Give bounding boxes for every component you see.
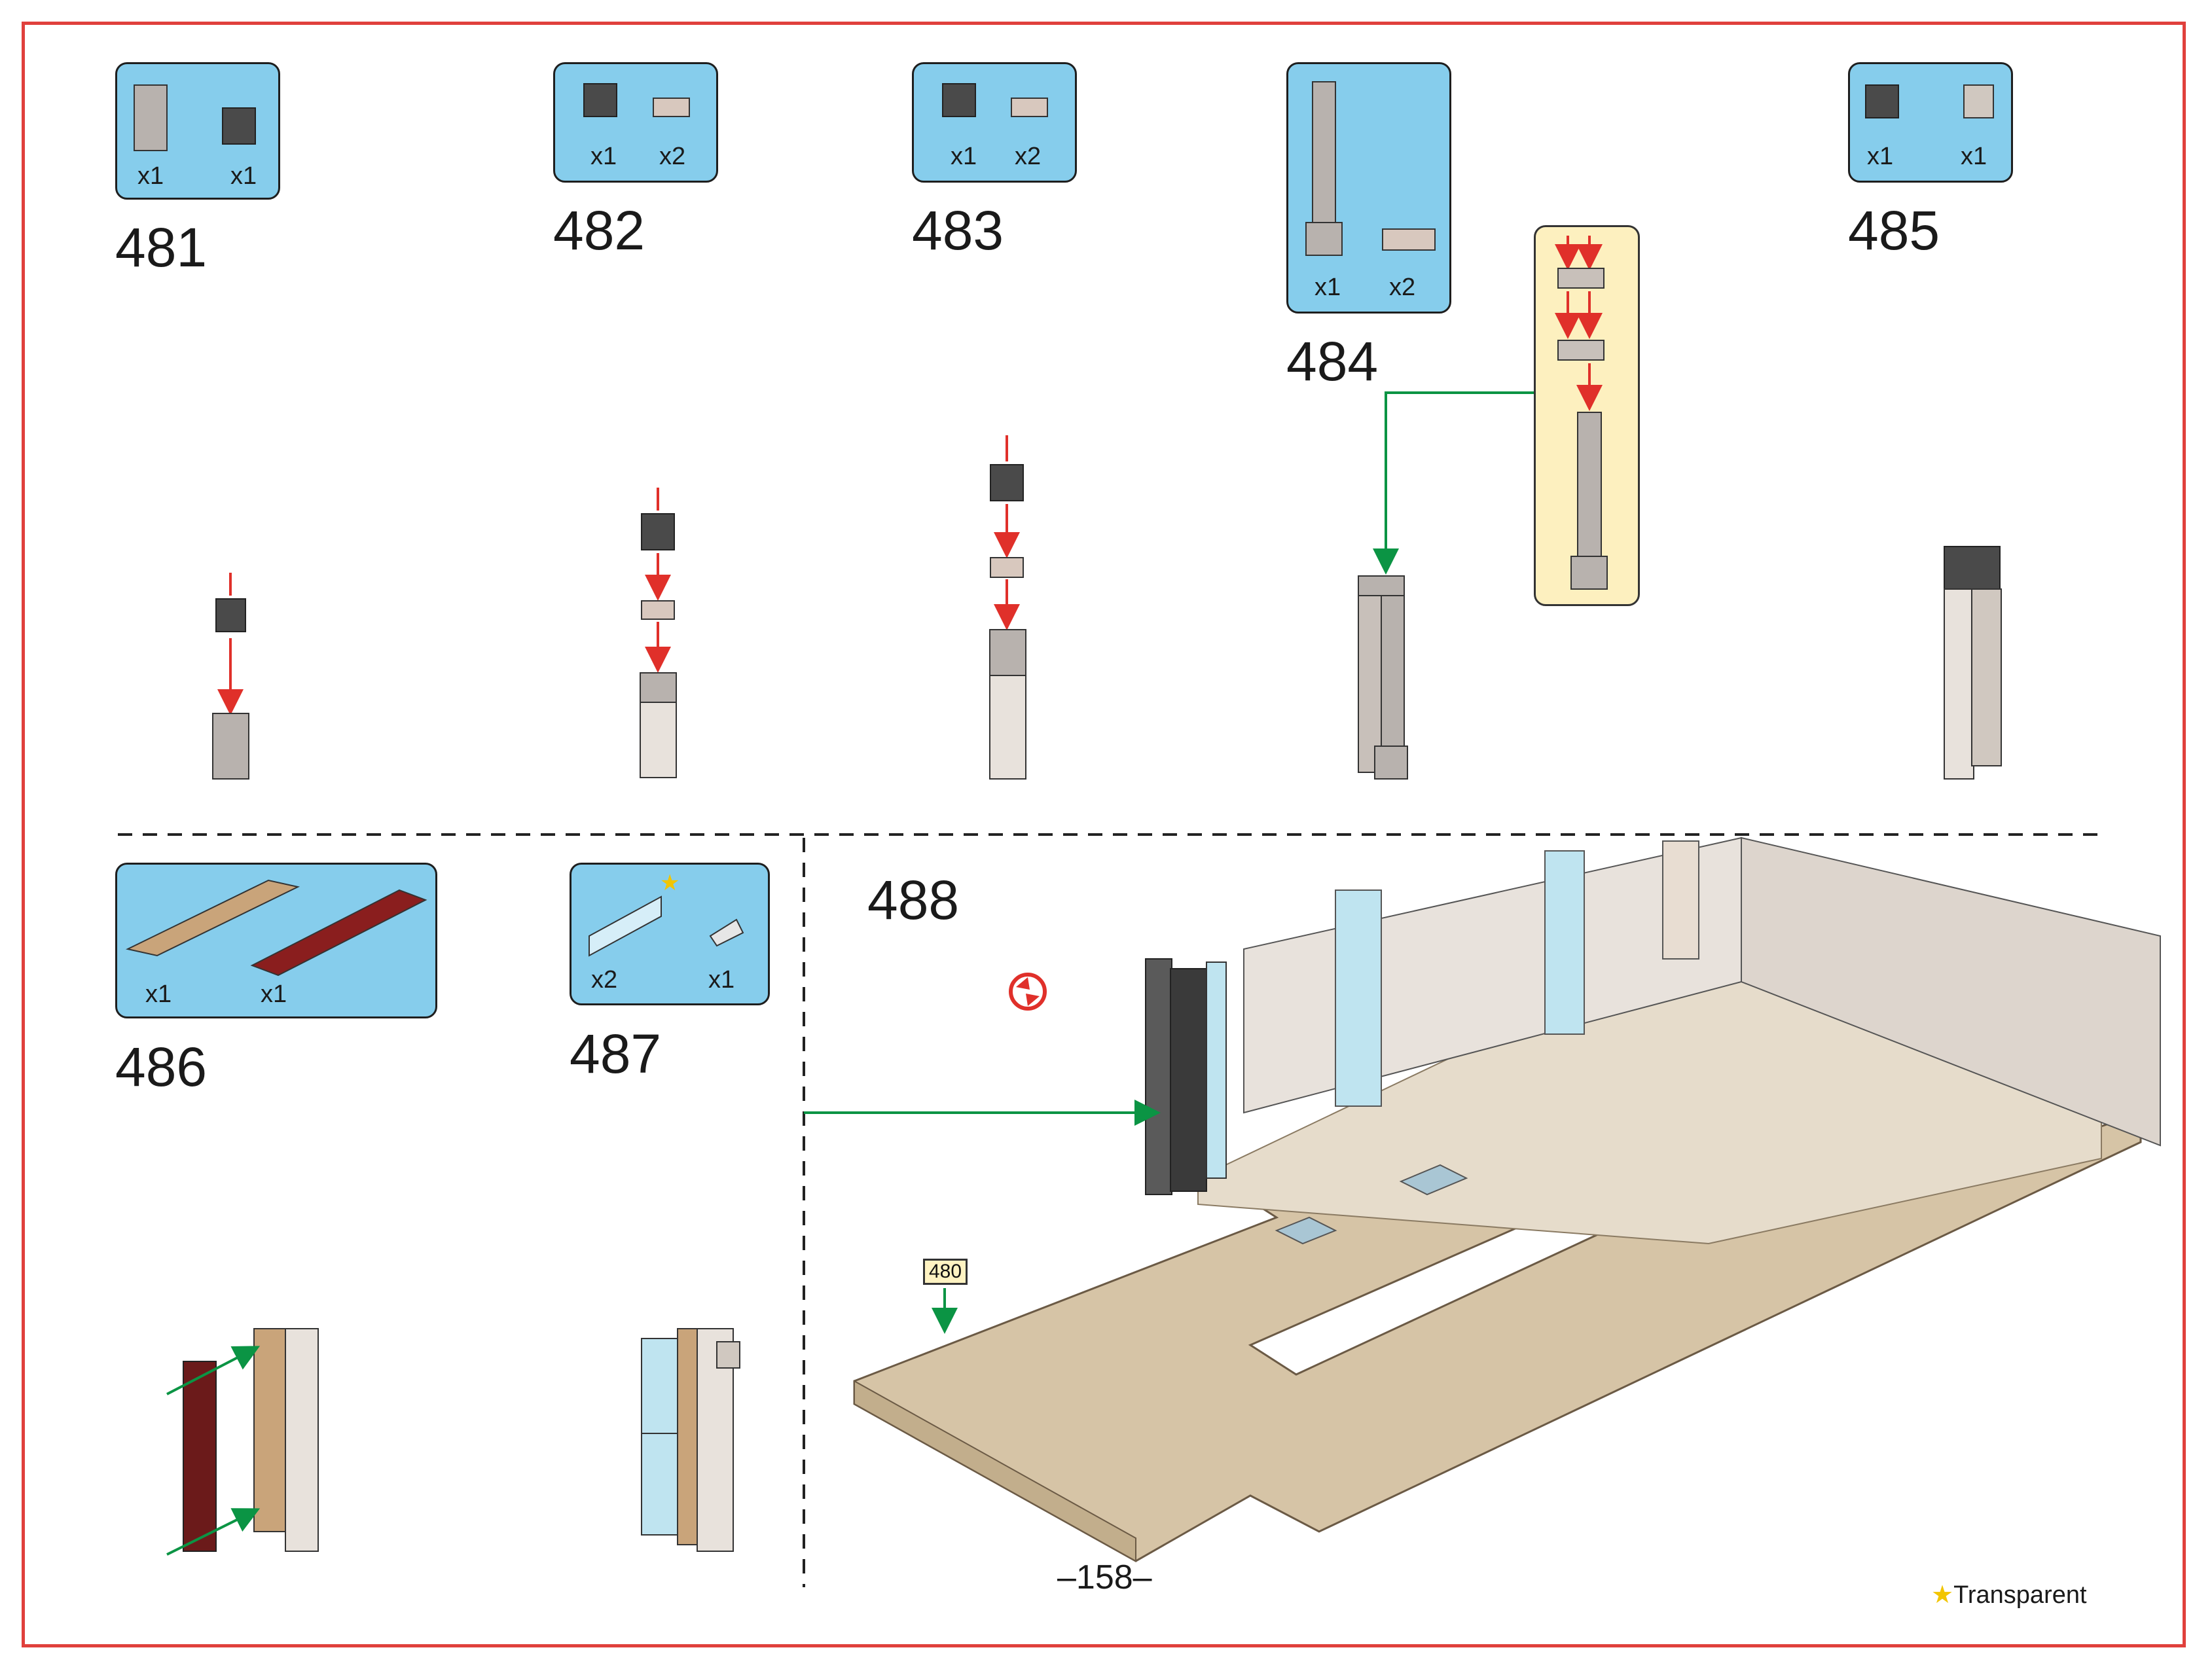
reference-step-tag: 480 [923,1259,968,1285]
panel-482-parts [583,83,690,117]
step-484-build [1358,391,1534,780]
step-number-485: 485 [1848,200,1940,261]
legend-text: Transparent [1953,1581,2087,1609]
part-qty: x1 [1315,274,1341,301]
step-number-488: 488 [867,869,960,931]
step-number-486: 486 [115,1036,208,1098]
part-qty: x1 [261,980,287,1008]
step-487-build [641,1328,740,1552]
step-488-assembly [804,836,2161,1562]
step-number-481: 481 [115,217,208,278]
part-qty: x2 [1389,274,1416,301]
part-qty: x1 [1867,143,1894,170]
step-486-build [166,1328,319,1556]
rotate-icon [1009,973,1047,1011]
page-border [22,22,2186,1647]
part-qty: x2 [659,143,686,170]
step-number-487: 487 [570,1023,662,1085]
step-number-483: 483 [912,200,1004,261]
panel-485-parts [1865,84,1994,118]
part-qty: x1 [137,162,164,190]
step-number-484: 484 [1286,331,1379,392]
part-qty: x1 [1961,143,1987,170]
parts-panel-483 [912,62,1077,183]
part-qty: x1 [145,980,172,1008]
step-481-build [212,573,249,780]
parts-panel-485 [1848,62,2013,183]
panel-484-parts [1305,81,1436,256]
transparent-legend: ★Transparent [1931,1580,2087,1609]
part-qty: x1 [590,143,617,170]
callout-subassembly-parts [1555,236,1608,590]
part-qty: x1 [230,162,257,190]
panel-483-parts [942,83,1048,117]
step-482-build [640,488,677,778]
step-483-build [989,435,1026,780]
svg-text:★: ★ [660,871,680,895]
panel-486-parts [125,879,427,977]
step-number-482: 482 [553,200,645,261]
step-485-build [1944,546,2002,780]
panel-487-parts: ★ [589,871,744,957]
part-qty: x2 [1015,143,1042,170]
parts-panel-482 [553,62,718,183]
page-number: –158– [1057,1558,1152,1596]
part-qty: x2 [591,966,618,994]
part-qty: x1 [951,143,977,170]
panel-481-parts [134,84,256,151]
star-icon: ★ [1931,1581,1954,1609]
part-qty: x1 [708,966,735,994]
